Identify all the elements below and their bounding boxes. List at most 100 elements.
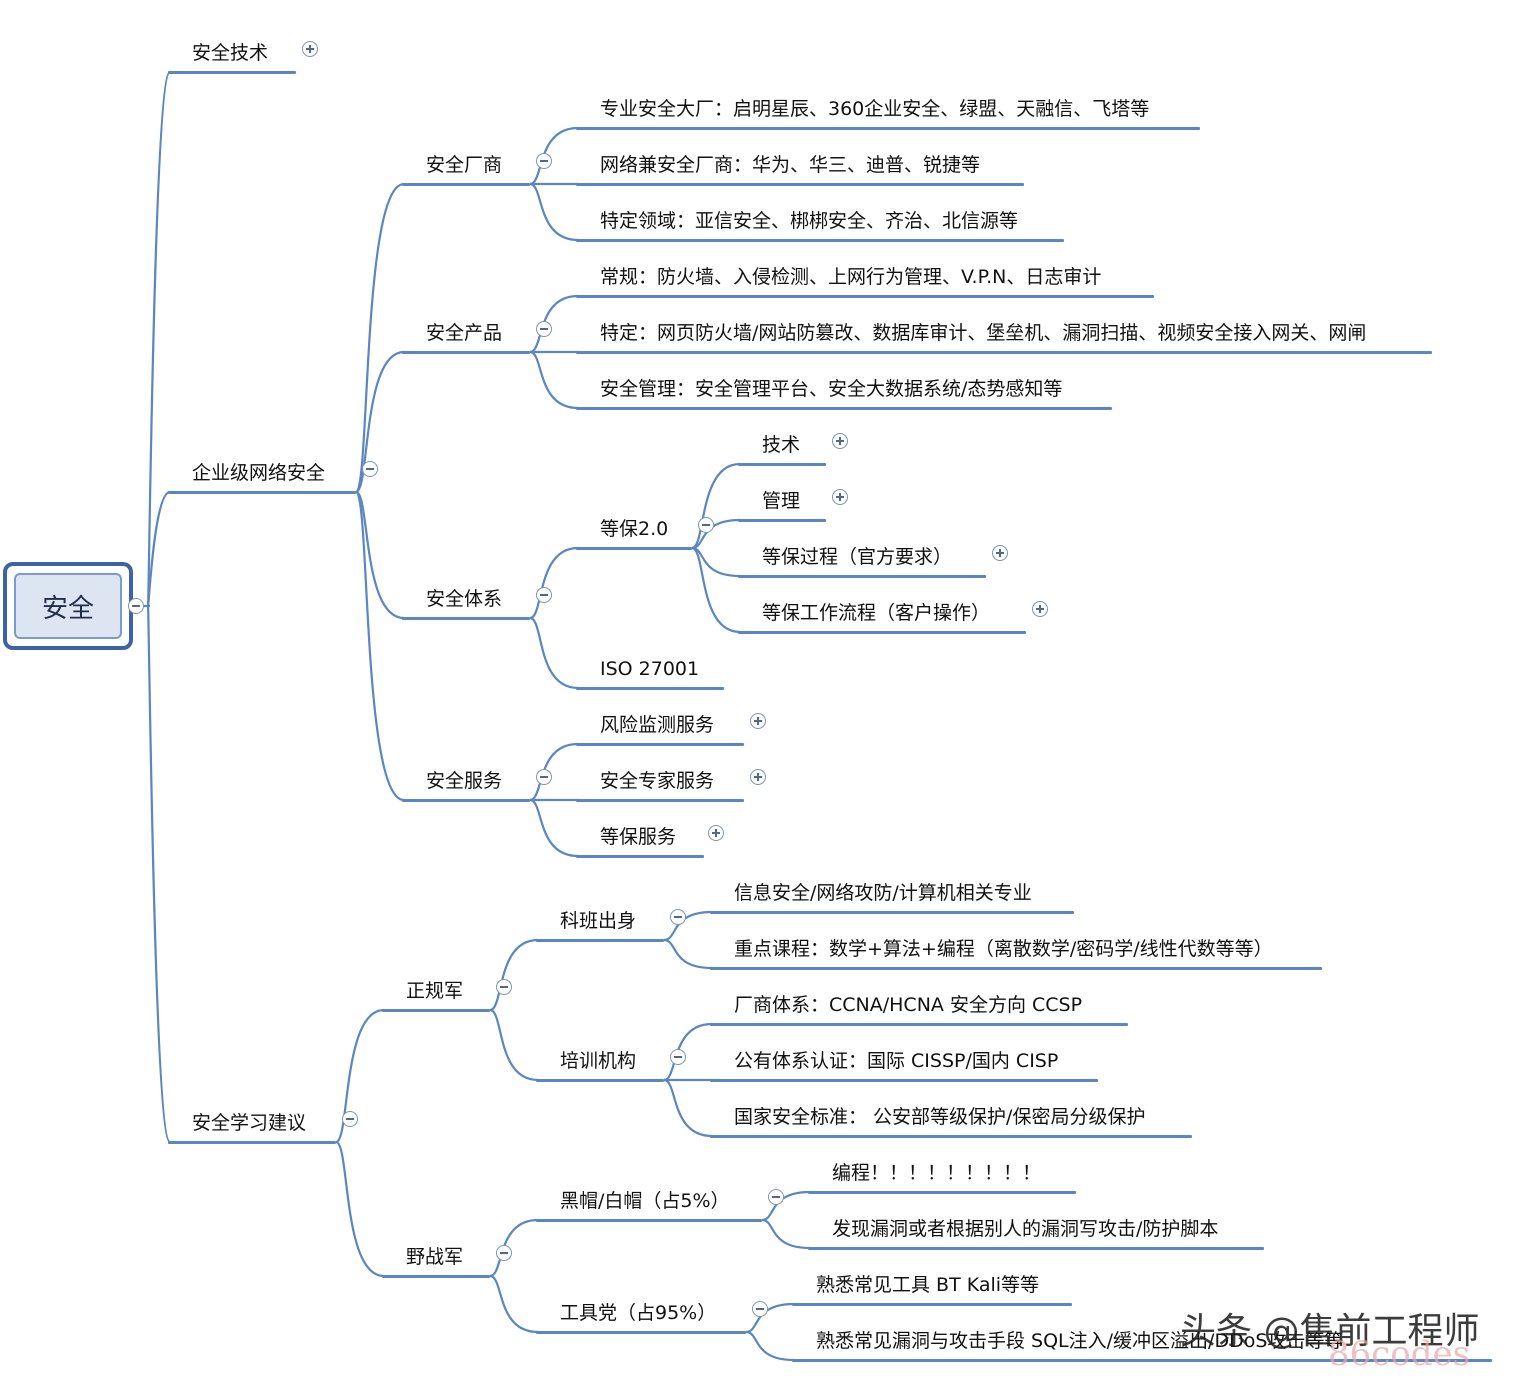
mindmap-node[interactable]: 专业安全大厂：启明星辰、360企业安全、绿盟、天融信、飞塔等 (576, 94, 1149, 124)
connector-curve (489, 1008, 539, 1082)
expand-plus-icon[interactable] (302, 41, 318, 57)
mindmap-node[interactable]: 安全服务 (402, 766, 502, 796)
node-underline (576, 127, 1200, 130)
mindmap-node[interactable]: 等保过程（官方要求） (738, 542, 952, 572)
node-underline (168, 71, 296, 74)
mindmap-node[interactable]: 安全产品 (402, 318, 502, 348)
collapse-minus-icon[interactable] (362, 461, 378, 477)
mindmap-node[interactable]: 等保工作流程（客户操作） (738, 598, 990, 628)
mindmap-node[interactable]: 安全体系 (402, 584, 502, 614)
connector-curve (745, 1302, 795, 1334)
mindmap-node[interactable]: 等保服务 (576, 822, 676, 852)
expand-plus-icon[interactable] (708, 825, 724, 841)
mindmap-node[interactable]: 熟悉常见漏洞与攻击手段 SQL注入/缓冲区溢出/DDoS攻击等等 (792, 1326, 1343, 1356)
mindmap-node[interactable]: 正规军 (382, 976, 463, 1006)
collapse-minus-icon[interactable] (496, 979, 512, 995)
collapse-minus-icon[interactable] (670, 1049, 686, 1065)
node-label: 熟悉常见漏洞与攻击手段 SQL注入/缓冲区溢出/DDoS攻击等等 (816, 1330, 1344, 1352)
node-underline (402, 799, 530, 802)
expand-plus-icon[interactable] (750, 769, 766, 785)
mindmap-node[interactable]: 等保2.0 (576, 514, 668, 544)
mindmap-node[interactable]: 特定领域：亚信安全、梆梆安全、齐治、北信源等 (576, 206, 1018, 236)
node-underline (738, 519, 826, 522)
mindmap-node[interactable]: 常规：防火墙、入侵检测、上网行为管理、V.P.N、日志审计 (576, 262, 1101, 292)
node-label: 信息安全/网络攻防/计算机相关专业 (734, 882, 1032, 904)
mindmap-node[interactable]: 安全专家服务 (576, 766, 714, 796)
node-label: 等保工作流程（客户操作） (762, 602, 991, 624)
mindmap-node[interactable]: 野战军 (382, 1242, 463, 1272)
expand-plus-icon[interactable] (992, 545, 1008, 561)
mindmap-node[interactable]: 网络兼安全厂商：华为、华三、迪普、锐捷等 (576, 150, 980, 180)
mindmap-node[interactable]: 安全学习建议 (168, 1108, 306, 1138)
node-underline (576, 295, 1154, 298)
collapse-minus-icon[interactable] (536, 587, 552, 603)
mindmap-node[interactable]: 工具党（占95%） (536, 1298, 716, 1328)
expand-plus-icon[interactable] (832, 489, 848, 505)
mindmap-node[interactable]: 重点课程：数学+算法+编程（离散数学/密码学/线性代数等等） (710, 934, 1273, 964)
node-label: 等保过程（官方要求） (762, 546, 953, 568)
node-underline (576, 799, 744, 802)
mindmap-node[interactable]: 培训机构 (536, 1046, 636, 1076)
mindmap-node[interactable]: 特定：网页防火墙/网站防篡改、数据库审计、堡垒机、漏洞扫描、视频安全接入网关、网… (576, 318, 1366, 348)
node-label: 公有体系认证：国际 CISSP/国内 CISP (734, 1050, 1059, 1072)
node-underline (710, 1135, 1192, 1138)
node-label: 科班出身 (560, 910, 637, 932)
collapse-minus-icon[interactable] (698, 517, 714, 533)
connector-curve (354, 490, 405, 802)
node-label: 黑帽/白帽（占5%） (560, 1190, 730, 1212)
node-underline (536, 1331, 746, 1334)
node-underline (738, 463, 826, 466)
node-underline (710, 1079, 1098, 1082)
node-label: 企业级网络安全 (192, 462, 326, 484)
node-underline (738, 631, 1026, 634)
node-underline (710, 967, 1322, 970)
node-label: 正规军 (406, 980, 464, 1002)
mindmap-node[interactable]: 编程！！！！！！！！！ (808, 1158, 1041, 1188)
node-label: 编程！！！！！！！！！ (832, 1162, 1042, 1184)
root-collapse-icon[interactable] (128, 598, 144, 614)
mindmap-node[interactable]: 企业级网络安全 (168, 458, 325, 488)
mindmap-node[interactable]: 风险监测服务 (576, 710, 714, 740)
mindmap-node[interactable]: 安全管理：安全管理平台、安全大数据系统/态势感知等 (576, 374, 1062, 404)
collapse-minus-icon[interactable] (342, 1111, 358, 1127)
collapse-minus-icon[interactable] (752, 1301, 768, 1317)
node-underline (402, 617, 530, 620)
expand-plus-icon[interactable] (832, 433, 848, 449)
root-node[interactable]: 安全 (3, 562, 133, 650)
node-label: 安全技术 (192, 42, 269, 64)
collapse-minus-icon[interactable] (670, 909, 686, 925)
connector-curve (663, 910, 713, 942)
mindmap-node[interactable]: 黑帽/白帽（占5%） (536, 1186, 730, 1216)
node-label: 熟悉常见工具 BT Kali等等 (816, 1274, 1040, 1296)
mindmap-node[interactable]: 信息安全/网络攻防/计算机相关专业 (710, 878, 1032, 908)
collapse-minus-icon[interactable] (536, 321, 552, 337)
collapse-minus-icon[interactable] (496, 1245, 512, 1261)
connector-curve (529, 616, 579, 690)
node-underline (710, 1023, 1128, 1026)
mindmap-node[interactable]: 厂商体系：CCNA/HCNA 安全方向 CCSP (710, 990, 1082, 1020)
collapse-minus-icon[interactable] (536, 769, 552, 785)
node-underline (536, 1219, 762, 1222)
mindmap-node[interactable]: 国家安全标准： 公安部等级保护/保密局分级保护 (710, 1102, 1145, 1132)
mindmap-node[interactable]: 技术 (738, 430, 800, 460)
mindmap-node[interactable]: 发现漏洞或者根据别人的漏洞写攻击/防护脚本 (808, 1214, 1218, 1244)
mindmap-node[interactable]: 管理 (738, 486, 800, 516)
connector-curve (529, 546, 579, 620)
mindmap-node[interactable]: 安全厂商 (402, 150, 502, 180)
connector-curve (335, 1140, 385, 1278)
mindmap-node[interactable]: 公有体系认证：国际 CISSP/国内 CISP (710, 1046, 1058, 1076)
collapse-minus-icon[interactable] (536, 153, 552, 169)
connector-curve (146, 70, 172, 608)
node-label: 安全管理：安全管理平台、安全大数据系统/态势感知等 (600, 378, 1063, 400)
mindmap-node[interactable]: 科班出身 (536, 906, 636, 936)
connector-curve (489, 1274, 539, 1334)
node-underline (402, 351, 530, 354)
expand-plus-icon[interactable] (1032, 601, 1048, 617)
connector-curve (335, 1008, 385, 1144)
mindmap-node[interactable]: 安全技术 (168, 38, 268, 68)
mindmap-node[interactable]: 熟悉常见工具 BT Kali等等 (792, 1270, 1039, 1300)
expand-plus-icon[interactable] (750, 713, 766, 729)
collapse-minus-icon[interactable] (768, 1189, 784, 1205)
node-label: 管理 (762, 490, 801, 512)
mindmap-node[interactable]: ISO 27001 (576, 654, 699, 684)
